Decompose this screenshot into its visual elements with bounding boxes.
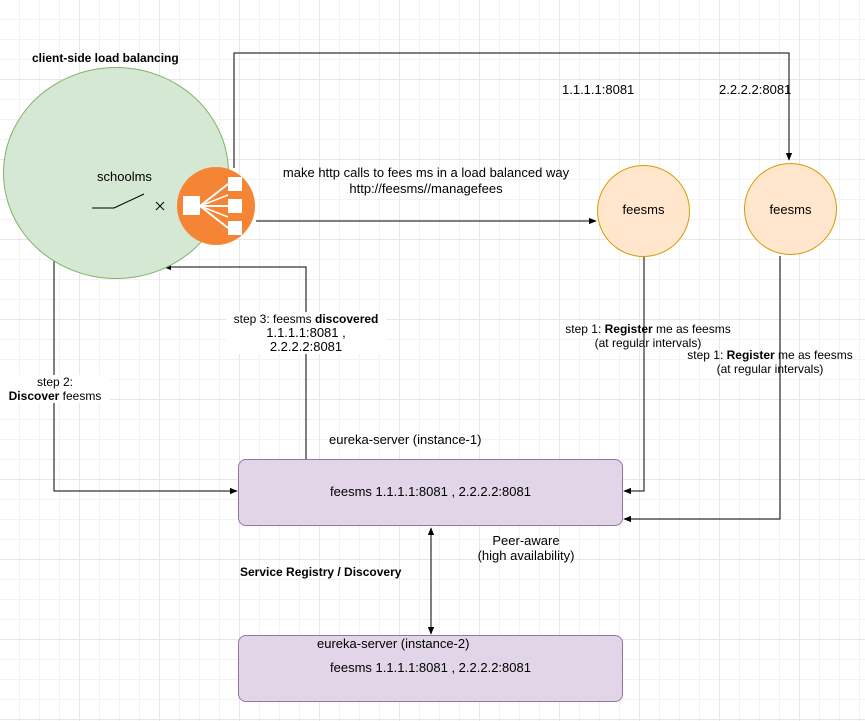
eureka-instance-2-label: eureka-server (instance-2)	[317, 636, 470, 651]
discovered-arrow	[163, 263, 307, 460]
eureka-server-instance-1[interactable]	[238, 459, 623, 526]
step1-register-label-1: step 1: Register me as feesms (at regula…	[565, 322, 731, 350]
diagram-title: client-side load balancing	[32, 51, 179, 65]
feesms-2-label: feesms	[769, 202, 812, 217]
feesms-2-circle[interactable]	[744, 163, 837, 255]
feesms-1-circle[interactable]	[597, 165, 690, 257]
switch-icon	[92, 193, 165, 211]
high-availability-label: (high availability)	[477, 548, 575, 563]
call-label-line2: http://feesms//managefees	[349, 181, 503, 196]
feesms-2-address: 2.2.2.2:8081	[719, 82, 792, 97]
eureka-server-instance-2[interactable]	[238, 635, 623, 702]
step2-discover-label: step 2: Discover feesms	[0, 375, 110, 403]
feesms-1-label: feesms	[622, 202, 665, 217]
client-schoolms-circle[interactable]	[3, 67, 229, 279]
peer-aware-label: Peer-aware	[492, 533, 560, 548]
eureka-instance-1-content: feesms 1.1.1.1:8081 , 2.2.2.2:8081	[330, 484, 531, 499]
register-arrow-1	[623, 256, 645, 495]
discover-arrow	[53, 252, 238, 495]
feesms-1-address: 1.1.1.1:8081	[562, 82, 635, 97]
client-label: schoolms	[97, 169, 152, 184]
service-registry-caption: Service Registry / Discovery	[240, 565, 402, 579]
route-arrow-to-feesms-2	[233, 52, 793, 168]
eureka-instance-2-content: feesms 1.1.1.1:8081 , 2.2.2.2:8081	[330, 660, 531, 675]
load-balancer-icon[interactable]	[176, 166, 256, 246]
step3-discovered-label: step 3: feesms discovered 1.1.1.1:8081 ,…	[226, 312, 386, 354]
register-arrow-2	[623, 256, 781, 523]
call-label-line1: make http calls to fees ms in a load bal…	[282, 165, 570, 180]
eureka-instance-1-label: eureka-server (instance-1)	[329, 432, 482, 447]
step1-register-label-2: step 1: Register me as feesms (at regula…	[687, 348, 853, 376]
